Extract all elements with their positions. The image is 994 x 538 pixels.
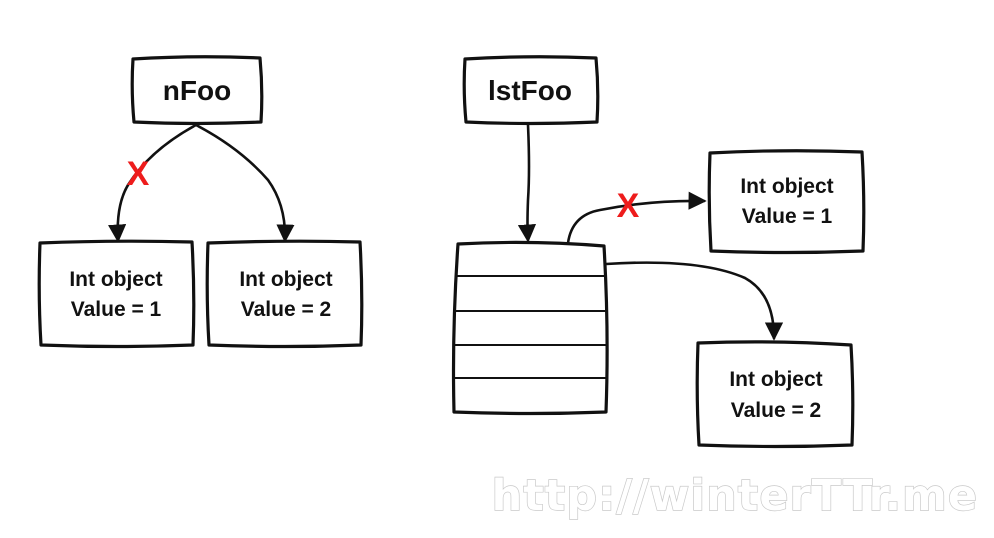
right-int-object-1: Int object Value = 1 — [707, 149, 866, 255]
watermark: http://winterTTr.me — [492, 471, 978, 521]
right-int-object-1-type: Int object — [740, 175, 833, 198]
list-to-obj2-arrow — [604, 261, 784, 341]
nfoo-label: nFoo — [163, 75, 231, 106]
right-int-object-2: Int object Value = 2 — [695, 340, 855, 449]
lstfoo-to-list-arrow — [517, 123, 537, 243]
left-int-object-2: Int object Value = 2 — [205, 239, 364, 349]
list-to-obj1-arrow — [566, 191, 707, 245]
nfoo-to-obj2-arrow — [194, 123, 295, 243]
list-container — [451, 240, 609, 416]
nfoo-to-obj1-arrow — [108, 123, 198, 243]
right-int-object-2-type: Int object — [729, 368, 822, 391]
lstfoo-cut-mark: X — [617, 187, 640, 225]
left-int-object-1-type: Int object — [69, 268, 162, 291]
right-int-object-2-value: Value = 2 — [731, 399, 821, 422]
lstfoo-label: lstFoo — [488, 75, 572, 106]
left-int-object-2-value: Value = 2 — [241, 298, 331, 321]
left-int-object-1: Int object Value = 1 — [37, 239, 196, 349]
nfoo-variable-box: nFoo — [130, 55, 264, 126]
left-int-object-2-type: Int object — [239, 268, 332, 291]
lstfoo-variable-box: lstFoo — [462, 55, 600, 126]
right-int-object-1-value: Value = 1 — [742, 205, 833, 228]
left-int-object-1-value: Value = 1 — [71, 298, 162, 321]
nfoo-cut-mark: X — [127, 155, 150, 193]
